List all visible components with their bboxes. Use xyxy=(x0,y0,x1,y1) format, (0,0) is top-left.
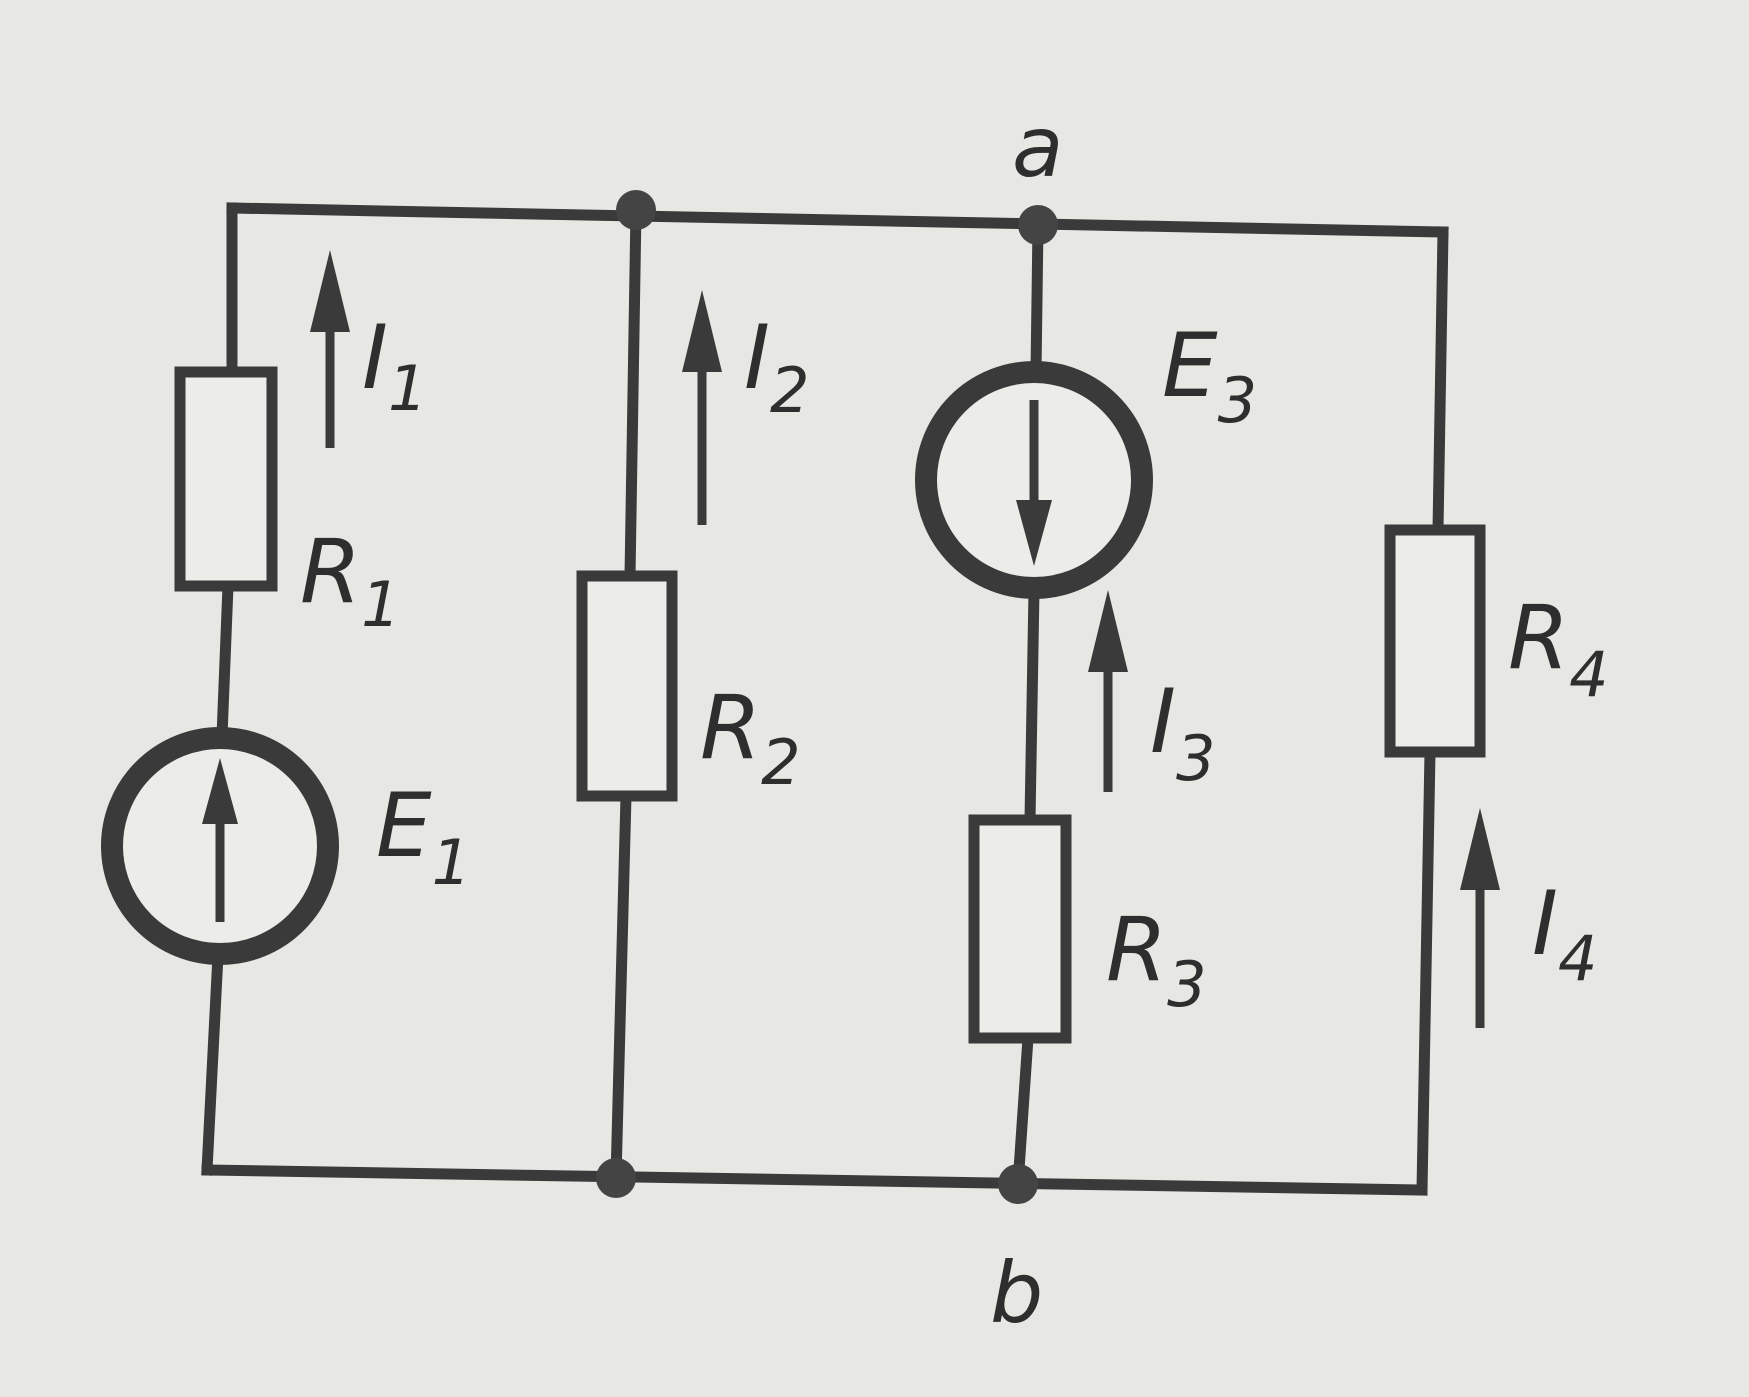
resistor-r1 xyxy=(174,366,278,592)
current-arrow-i2 xyxy=(682,290,722,525)
current-label-i1: I1 xyxy=(362,306,427,425)
wire-top-rail xyxy=(226,202,1449,238)
source-label-e1: E1 xyxy=(376,774,471,899)
current-label-i4: I4 xyxy=(1532,872,1597,995)
wire-bottom-rail xyxy=(201,1164,1428,1196)
source-e3 xyxy=(915,361,1153,599)
junction-bottom-left xyxy=(596,1158,636,1198)
wire-branch2-bottom xyxy=(610,790,632,1184)
node-label-a: a xyxy=(1012,98,1063,196)
source-e1 xyxy=(101,727,339,965)
current-arrow-i1 xyxy=(310,250,350,448)
wire-branch3-mid xyxy=(1024,584,1040,826)
resistor-label-r1: R1 xyxy=(300,520,401,641)
wire-branch2-top xyxy=(624,204,642,582)
resistor-label-r3: R3 xyxy=(1106,898,1207,1021)
current-label-i2: I2 xyxy=(744,306,809,427)
wires xyxy=(201,202,1449,1196)
source-e1-arrow-head xyxy=(202,758,238,824)
current-label-i3: I3 xyxy=(1150,670,1215,795)
source-e3-arrow-head xyxy=(1016,500,1052,566)
wire-branch1-mid xyxy=(216,580,234,742)
resistor-r2 xyxy=(576,570,678,802)
wire-branch1-bottom xyxy=(201,949,224,1176)
junction-top-left xyxy=(616,190,656,230)
wire-branch4-top xyxy=(1432,226,1449,536)
current-arrows xyxy=(310,250,1500,1028)
resistor-label-r2: R2 xyxy=(700,676,801,799)
wire-branch3-bottom xyxy=(1012,1032,1034,1190)
current-arrow-i4 xyxy=(1460,808,1500,1028)
wire-branch3-top xyxy=(1030,219,1044,378)
junction-nodes xyxy=(596,190,1058,1204)
source-label-e3: E3 xyxy=(1162,314,1257,437)
wire-branch4-bottom xyxy=(1416,746,1436,1196)
resistors xyxy=(174,366,1486,1044)
resistor-r3 xyxy=(968,814,1072,1044)
current-arrow-i3 xyxy=(1088,590,1128,792)
node-label-b: b xyxy=(990,1244,1043,1342)
node-a-dot xyxy=(1018,205,1058,245)
labels: a b I1 I2 I3 I4 R1 R2 R3 R4 E1 xyxy=(300,98,1609,1342)
resistor-label-r4: R4 xyxy=(1508,586,1609,711)
node-b-dot xyxy=(998,1164,1038,1204)
resistor-r4 xyxy=(1384,524,1486,758)
